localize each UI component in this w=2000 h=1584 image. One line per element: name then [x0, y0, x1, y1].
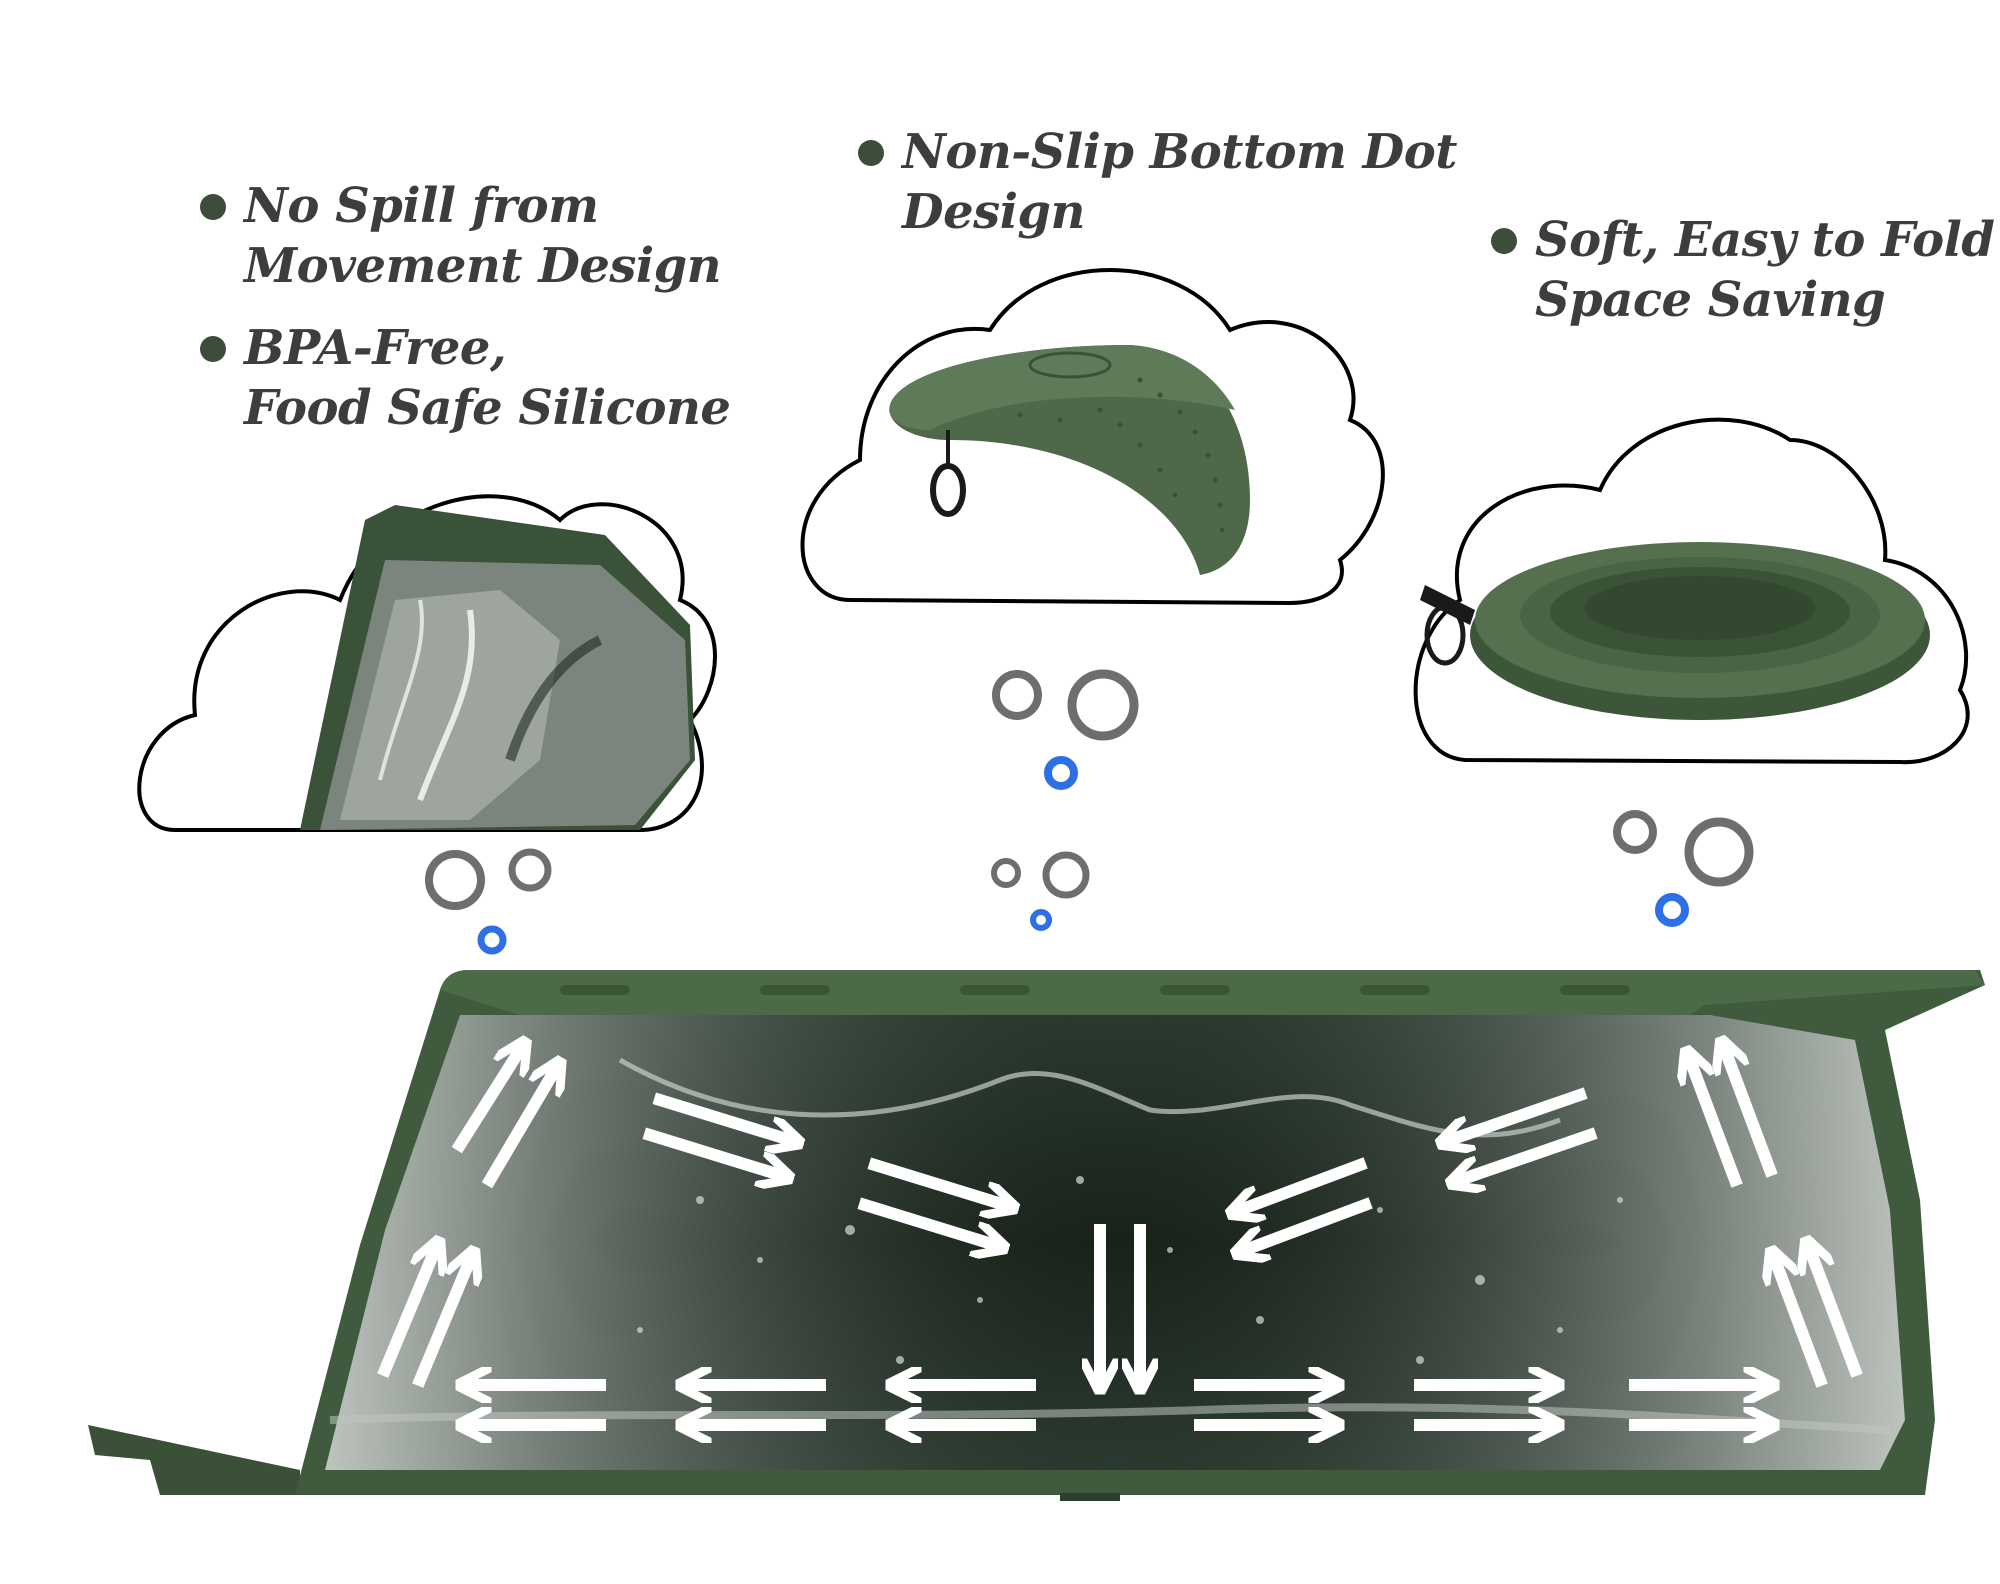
bullet-icon [1491, 228, 1517, 254]
feature-line: Non-Slip Bottom Dot [902, 124, 1457, 180]
feature-bpa-free: BPA-Free, Food Safe Silicone [200, 318, 731, 438]
thought-cloud-right [1413, 417, 1970, 765]
thought-cloud-middle [800, 268, 1385, 606]
feature-foldable: Soft, Easy to Fold Space Saving [1491, 210, 1995, 330]
feature-line: Soft, Easy to Fold [1535, 212, 1995, 268]
bullet-icon [200, 336, 226, 362]
bullet-icon [200, 194, 226, 220]
feature-line: Space Saving [1535, 272, 1886, 328]
bubbles-left [425, 848, 552, 955]
flow-arrows [377, 1050, 1863, 1425]
feature-no-spill: No Spill from Movement Design [200, 176, 722, 296]
feature-line: Design [902, 184, 1085, 240]
thought-cloud-left [137, 494, 717, 832]
feature-line: Movement Design [244, 238, 722, 294]
bubbles-middle-upper [992, 669, 1139, 790]
bubbles-right [1613, 810, 1754, 927]
bubbles-middle-lower [991, 851, 1090, 931]
bullet-icon [858, 140, 884, 166]
feature-line: Food Safe Silicone [244, 380, 731, 436]
feature-line: BPA-Free, [244, 320, 507, 376]
feature-line: No Spill from [244, 178, 599, 234]
feature-non-slip: Non-Slip Bottom Dot Design [858, 122, 1457, 242]
